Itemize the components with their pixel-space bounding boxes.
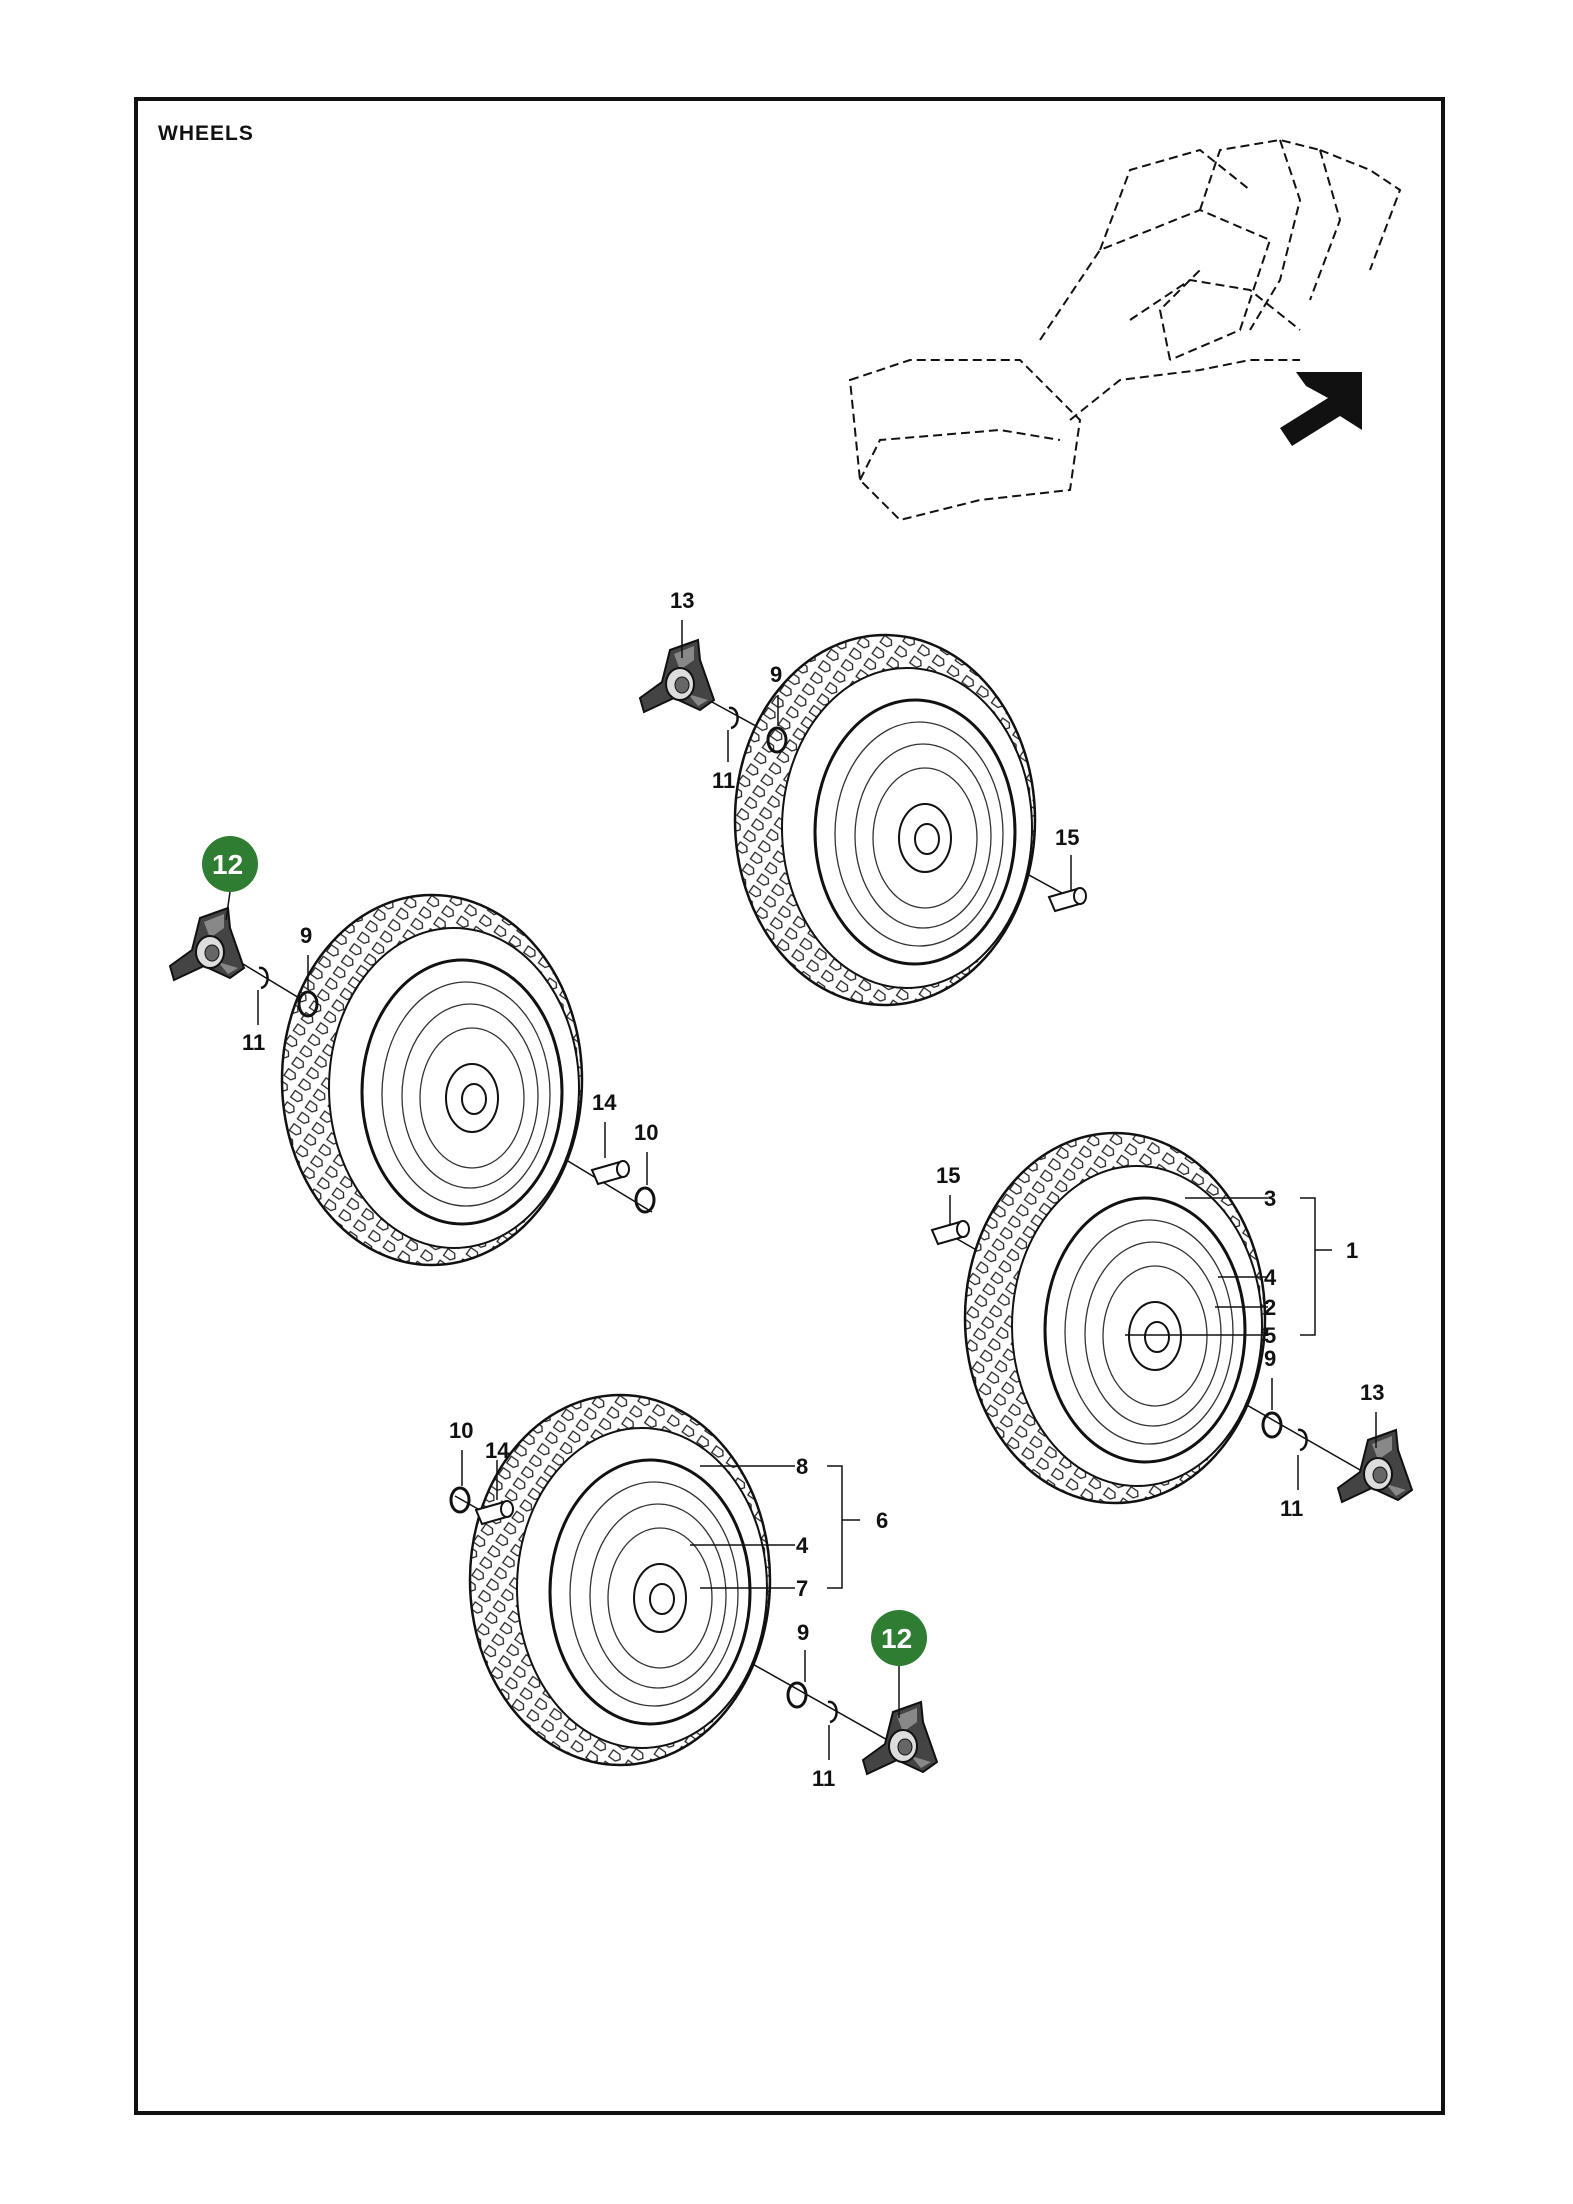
wheel	[963, 1131, 1267, 1505]
spacer	[1048, 887, 1087, 912]
clip	[727, 706, 739, 730]
callout-10: 10	[449, 1418, 473, 1443]
clip	[1296, 1428, 1308, 1452]
callout-13: 13	[670, 588, 694, 613]
callout-5: 5	[1264, 1323, 1276, 1348]
hub-cap	[169, 907, 245, 981]
callout-11: 11	[242, 1030, 265, 1055]
wheel	[468, 1393, 772, 1767]
washer	[786, 1681, 808, 1709]
hub-cap	[1337, 1429, 1413, 1503]
callout-9: 9	[797, 1620, 809, 1645]
arrow-icon	[1280, 372, 1362, 446]
callout-4: 4	[1264, 1265, 1277, 1290]
spacer	[591, 1160, 630, 1185]
clip	[826, 1700, 838, 1724]
callout-11: 11	[712, 768, 735, 793]
callout-13: 13	[1360, 1380, 1384, 1405]
tractor-frame-icon	[848, 138, 1402, 522]
wheel-assembly-3: 15 3 1 4 2 5 9 13 11	[931, 1131, 1413, 1521]
wheel-assembly-4: 10 14 8 6 4 7 9 12 11	[449, 1393, 938, 1791]
callout-8: 8	[796, 1454, 808, 1479]
callout-11: 11	[812, 1766, 835, 1791]
page-title: WHEELS	[158, 122, 254, 145]
wheel	[280, 893, 584, 1267]
callout-9: 9	[1264, 1346, 1276, 1371]
callout-15: 15	[936, 1163, 960, 1188]
hub-cap	[639, 639, 715, 713]
callout-9: 9	[300, 923, 312, 948]
callout-15: 15	[1055, 825, 1079, 850]
washer	[1261, 1411, 1283, 1439]
diagram-frame	[134, 97, 1445, 2115]
callout-3: 3	[1264, 1186, 1276, 1211]
highlight-badge	[202, 836, 258, 892]
callout-7: 7	[796, 1576, 808, 1601]
wheel-assembly-2: 12 9 11 14 10	[169, 836, 658, 1267]
callout-1: 1	[1346, 1238, 1358, 1263]
callout-2: 2	[1264, 1295, 1276, 1320]
wheel	[733, 633, 1037, 1007]
callout-11: 11	[1280, 1496, 1303, 1521]
highlight-badge	[871, 1610, 927, 1666]
callout-14: 14	[592, 1090, 617, 1115]
callout-10: 10	[634, 1120, 658, 1145]
washer	[449, 1486, 471, 1514]
callout-9: 9	[770, 662, 782, 687]
wheel-assembly-1: 13 9 11 15	[639, 588, 1087, 1007]
callout-6: 6	[876, 1508, 888, 1533]
callout-12-highlighted: 12	[212, 849, 243, 880]
callout-12-highlighted: 12	[881, 1623, 912, 1654]
callout-4: 4	[796, 1533, 809, 1558]
callout-14: 14	[485, 1438, 510, 1463]
hub-cap	[862, 1701, 938, 1775]
